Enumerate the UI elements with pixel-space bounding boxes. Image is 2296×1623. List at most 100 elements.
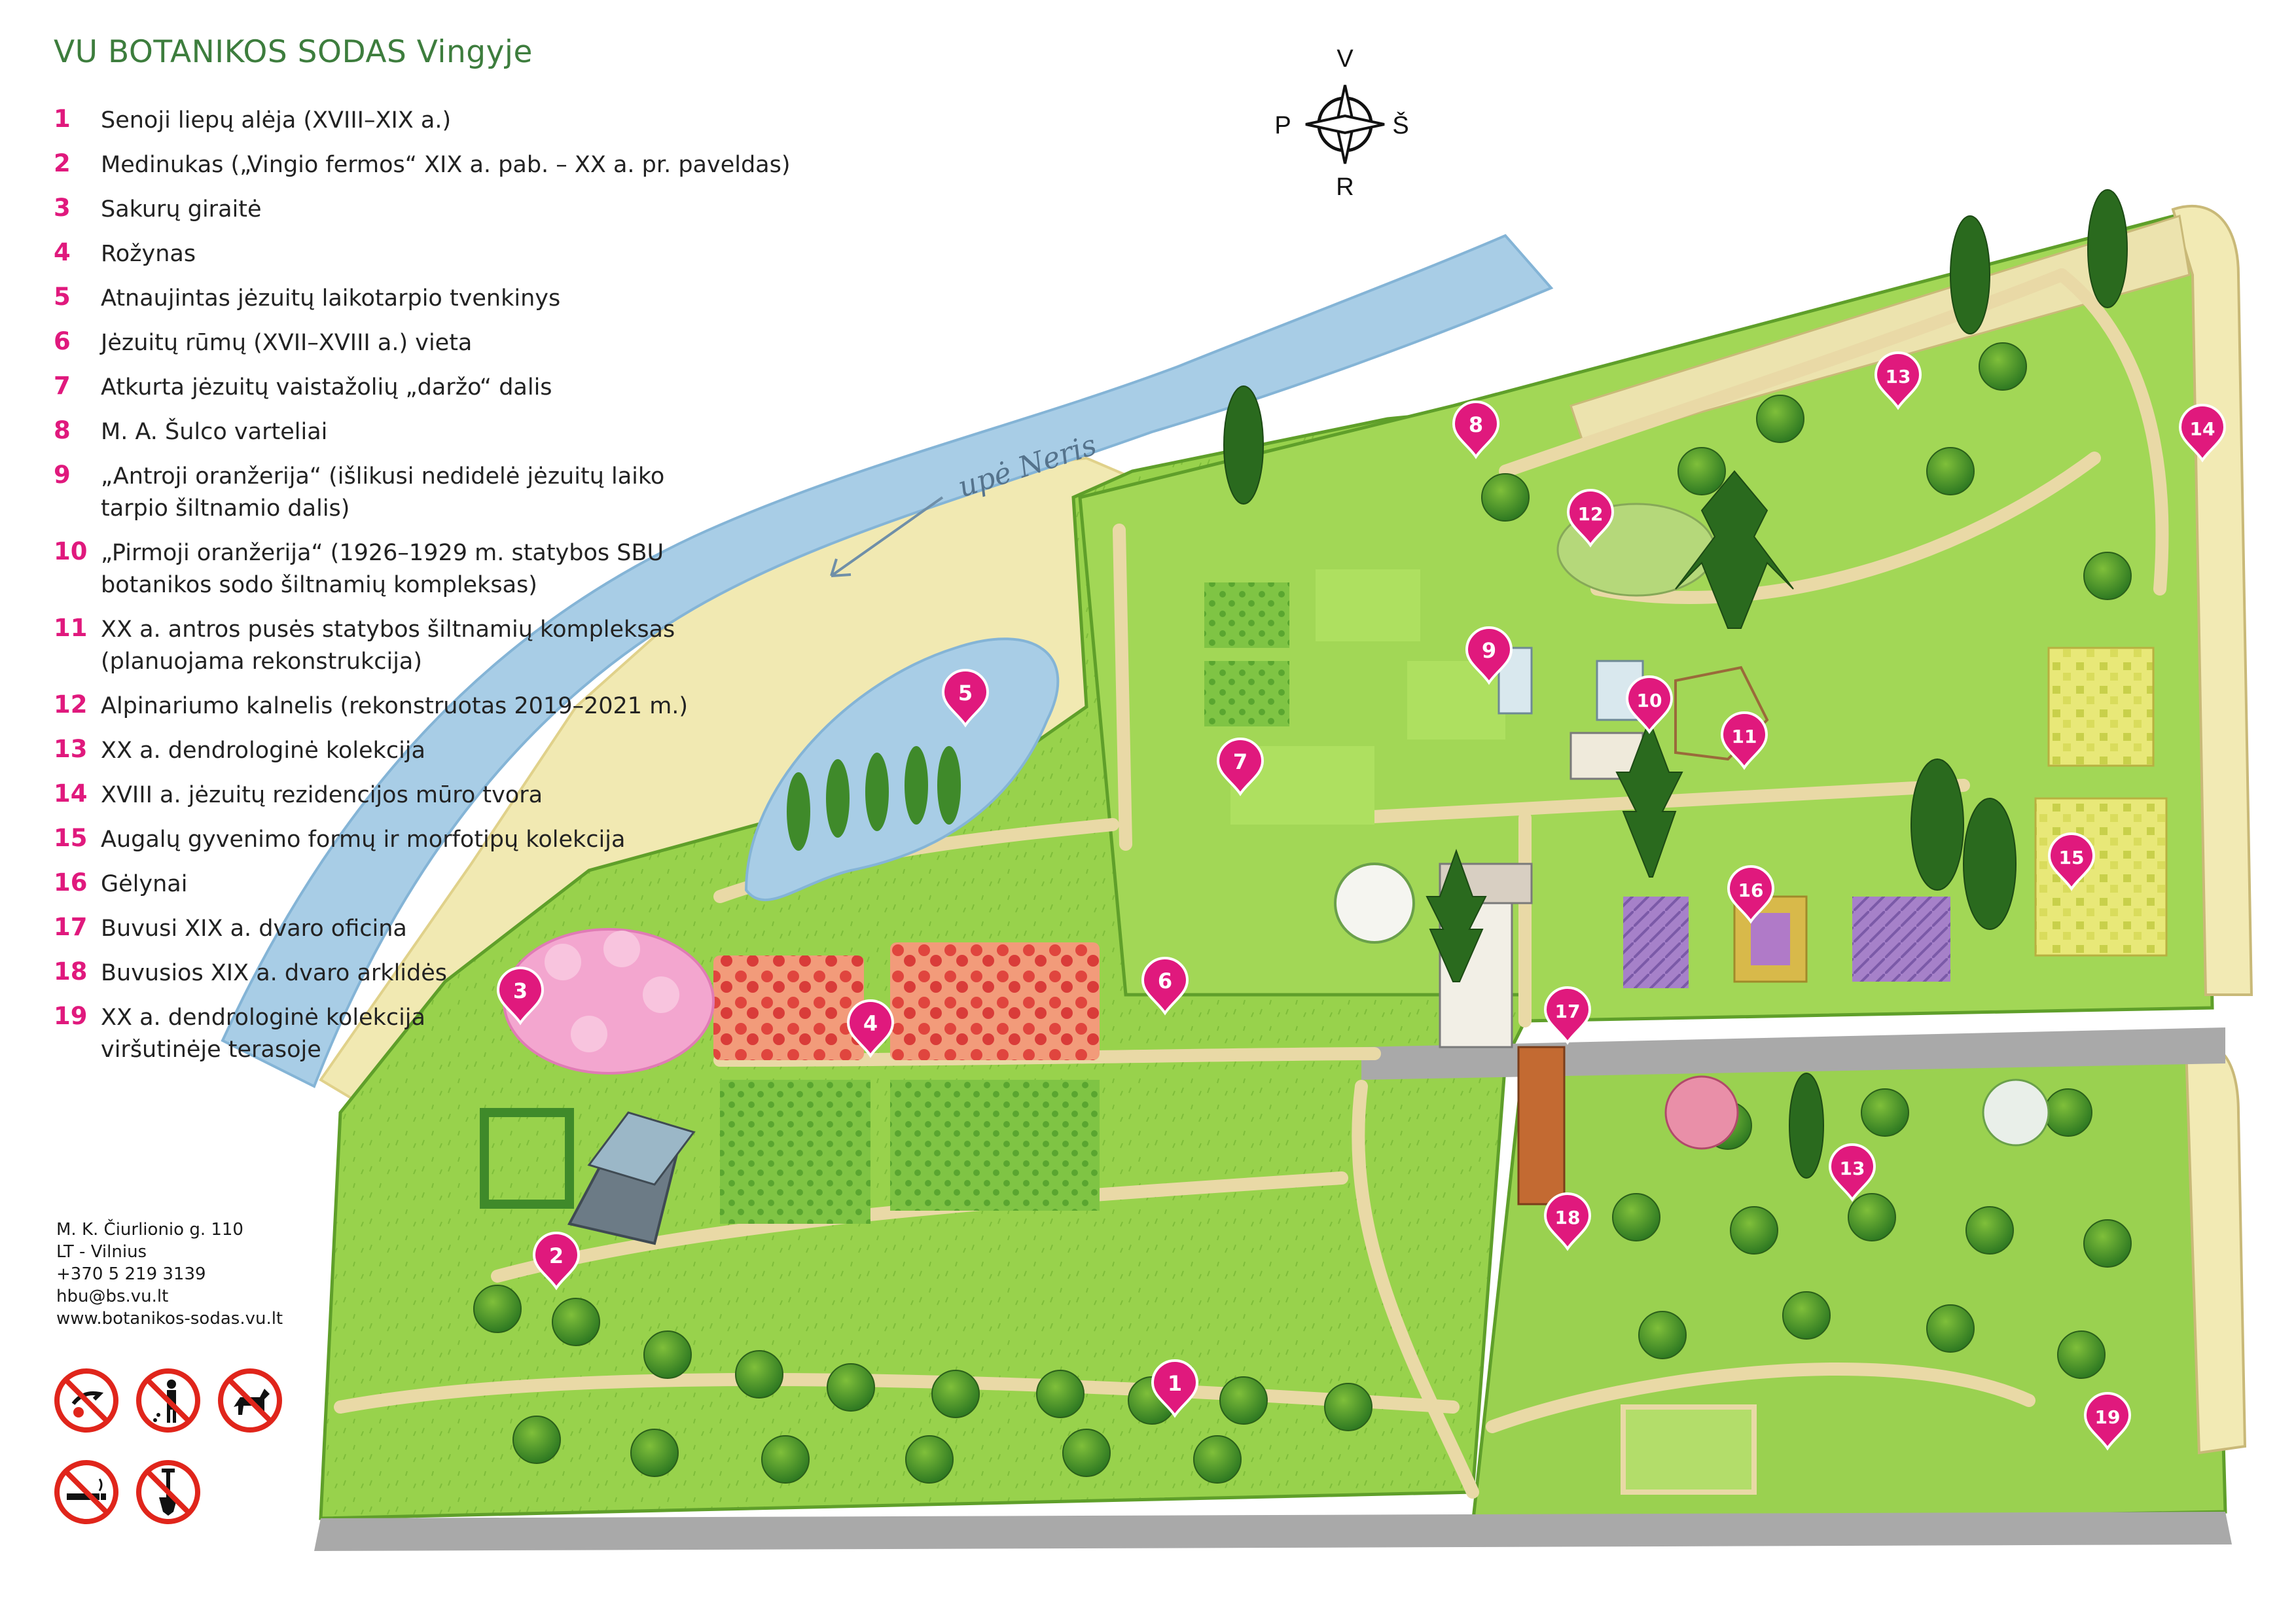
address-email[interactable]: hbu@bs.vu.lt	[56, 1287, 169, 1306]
compass-east: Š	[1392, 111, 1408, 139]
map-marker[interactable]: 7	[1216, 738, 1265, 796]
address-website[interactable]: www.botanikos-sodas.vu.lt	[56, 1309, 283, 1329]
marker-number: 4	[863, 1011, 878, 1036]
lavender-bed-2	[1852, 897, 1950, 982]
map-marker[interactable]: 3	[496, 967, 545, 1026]
marker-pin-icon	[941, 669, 990, 728]
legend-number: 18	[54, 957, 88, 986]
stables-building	[1517, 1046, 1566, 1205]
marker-pin-icon	[1543, 1192, 1592, 1251]
legend-label-line1: Gėlynai	[101, 871, 188, 897]
marker-pin-icon	[1216, 738, 1265, 796]
no-dogs-icon	[218, 1368, 282, 1433]
marker-pin-icon	[1151, 1359, 1199, 1418]
legend-label: Buvusi XIX a. dvaro oficina	[54, 913, 826, 945]
legend-label-line1: M. A. Šulco varteliai	[101, 419, 328, 445]
legend-label-line1: Buvusi XIX a. dvaro oficina	[101, 916, 407, 942]
marker-number: 14	[2190, 418, 2215, 440]
legend-label: Alpinariumo kalnelis (rekonstruotas 2019…	[54, 690, 826, 722]
marker-number: 15	[2059, 847, 2085, 868]
marker-pin-icon	[1720, 711, 1768, 770]
map-marker[interactable]: 15	[2047, 832, 2096, 891]
no-littering-icon	[136, 1368, 200, 1433]
marker-number: 2	[549, 1243, 564, 1268]
flowering-trees	[1334, 863, 2050, 1150]
legend-number: 1	[54, 105, 71, 133]
marker-number: 13	[1840, 1158, 1865, 1179]
map-marker[interactable]: 18	[1543, 1192, 1592, 1251]
pond-poplars	[787, 746, 961, 851]
map-marker[interactable]: 13	[1828, 1143, 1876, 1202]
legend-number: 10	[54, 537, 88, 565]
life-forms-bed-15-upper	[2047, 647, 2155, 767]
legend-number: 6	[54, 327, 71, 355]
map-marker[interactable]: 11	[1720, 711, 1768, 770]
map-marker[interactable]: 5	[941, 669, 990, 728]
map-marker[interactable]: 19	[2083, 1392, 2132, 1451]
legend-label: XX a. antros pusės statybos šiltnamių ko…	[54, 614, 826, 678]
legend-label: Rožynas	[54, 238, 826, 270]
legend-number: 13	[54, 735, 88, 763]
map-marker[interactable]: 17	[1543, 986, 1592, 1045]
legend-label: XVIII a. jėzuitų rezidencijos mūro tvora	[54, 779, 826, 812]
legend-number: 16	[54, 868, 88, 897]
map-marker[interactable]: 2	[532, 1232, 581, 1291]
marker-number: 11	[1732, 726, 1757, 747]
legend-label: Atnaujintas jėzuitų laikotarpio tvenkiny…	[54, 283, 826, 315]
legend-label-line1: Senoji liepų alėja (XVIII–XIX a.)	[101, 107, 452, 134]
flower-bed-16-inner	[1751, 913, 1790, 965]
legend-label: XX a. dendrologinė kolekcija	[54, 735, 826, 767]
map-marker[interactable]: 8	[1452, 401, 1500, 459]
map-marker[interactable]: 14	[2178, 404, 2227, 463]
legend-label-line1: „Pirmoji oranžerija“ (1926–1929 m. staty…	[101, 540, 664, 566]
marker-number: 16	[1738, 880, 1764, 901]
map-marker[interactable]: 13	[1874, 351, 1922, 410]
marker-pin-icon	[1625, 675, 1674, 734]
rose-garden-bed-left	[713, 955, 864, 1060]
legend-number: 19	[54, 1002, 88, 1030]
legend-label: „Pirmoji oranžerija“ (1926–1929 m. staty…	[54, 537, 826, 601]
marker-number: 7	[1233, 749, 1247, 774]
marker-pin-icon	[2178, 404, 2227, 463]
legend-number: 3	[54, 194, 71, 222]
marker-number: 5	[958, 681, 973, 705]
legend-item: 10 „Pirmoji oranžerija“ (1926–1929 m. sta…	[54, 537, 826, 601]
legend-label-line2: botanikos sodo šiltnamių kompleksas)	[101, 572, 537, 598]
legend-label: Augalų gyvenimo formų ir morfotipų kolek…	[54, 824, 826, 856]
legend-label: „Antroji oranžerija“ (išlikusi nedidelė …	[54, 461, 826, 525]
legend-label: Gėlynai	[54, 868, 826, 901]
legend-label: Buvusios XIX a. dvaro arklidės	[54, 957, 826, 990]
marker-pin-icon	[2083, 1392, 2132, 1451]
marker-number: 10	[1637, 690, 1662, 711]
sports-field	[1621, 1404, 1757, 1495]
bottom-road	[314, 1512, 2232, 1551]
marker-pin-icon	[1828, 1143, 1876, 1202]
marker-pin-icon	[1543, 986, 1592, 1045]
map-marker[interactable]: 10	[1625, 675, 1674, 734]
legend-label-line1: XX a. dendrologinė kolekcija	[101, 738, 425, 764]
lavender-bed-1	[1623, 897, 1689, 988]
map-marker[interactable]: 16	[1727, 865, 1775, 924]
map-marker[interactable]: 4	[846, 999, 895, 1058]
no-digging-icon	[136, 1460, 200, 1524]
marker-number: 19	[2095, 1406, 2121, 1428]
marker-number: 8	[1469, 412, 1483, 437]
map-marker[interactable]: 1	[1151, 1359, 1199, 1418]
map-marker[interactable]: 12	[1566, 489, 1615, 548]
map-marker[interactable]: 9	[1465, 626, 1513, 685]
legend-label-line1: Buvusios XIX a. dvaro arklidės	[101, 960, 447, 986]
jesuit-wall	[2171, 205, 2253, 996]
legend-number: 7	[54, 372, 71, 400]
map-marker[interactable]: 6	[1141, 957, 1189, 1016]
marker-number: 18	[1555, 1207, 1581, 1228]
conifers	[1223, 189, 2128, 1179]
marker-pin-icon	[496, 967, 545, 1026]
